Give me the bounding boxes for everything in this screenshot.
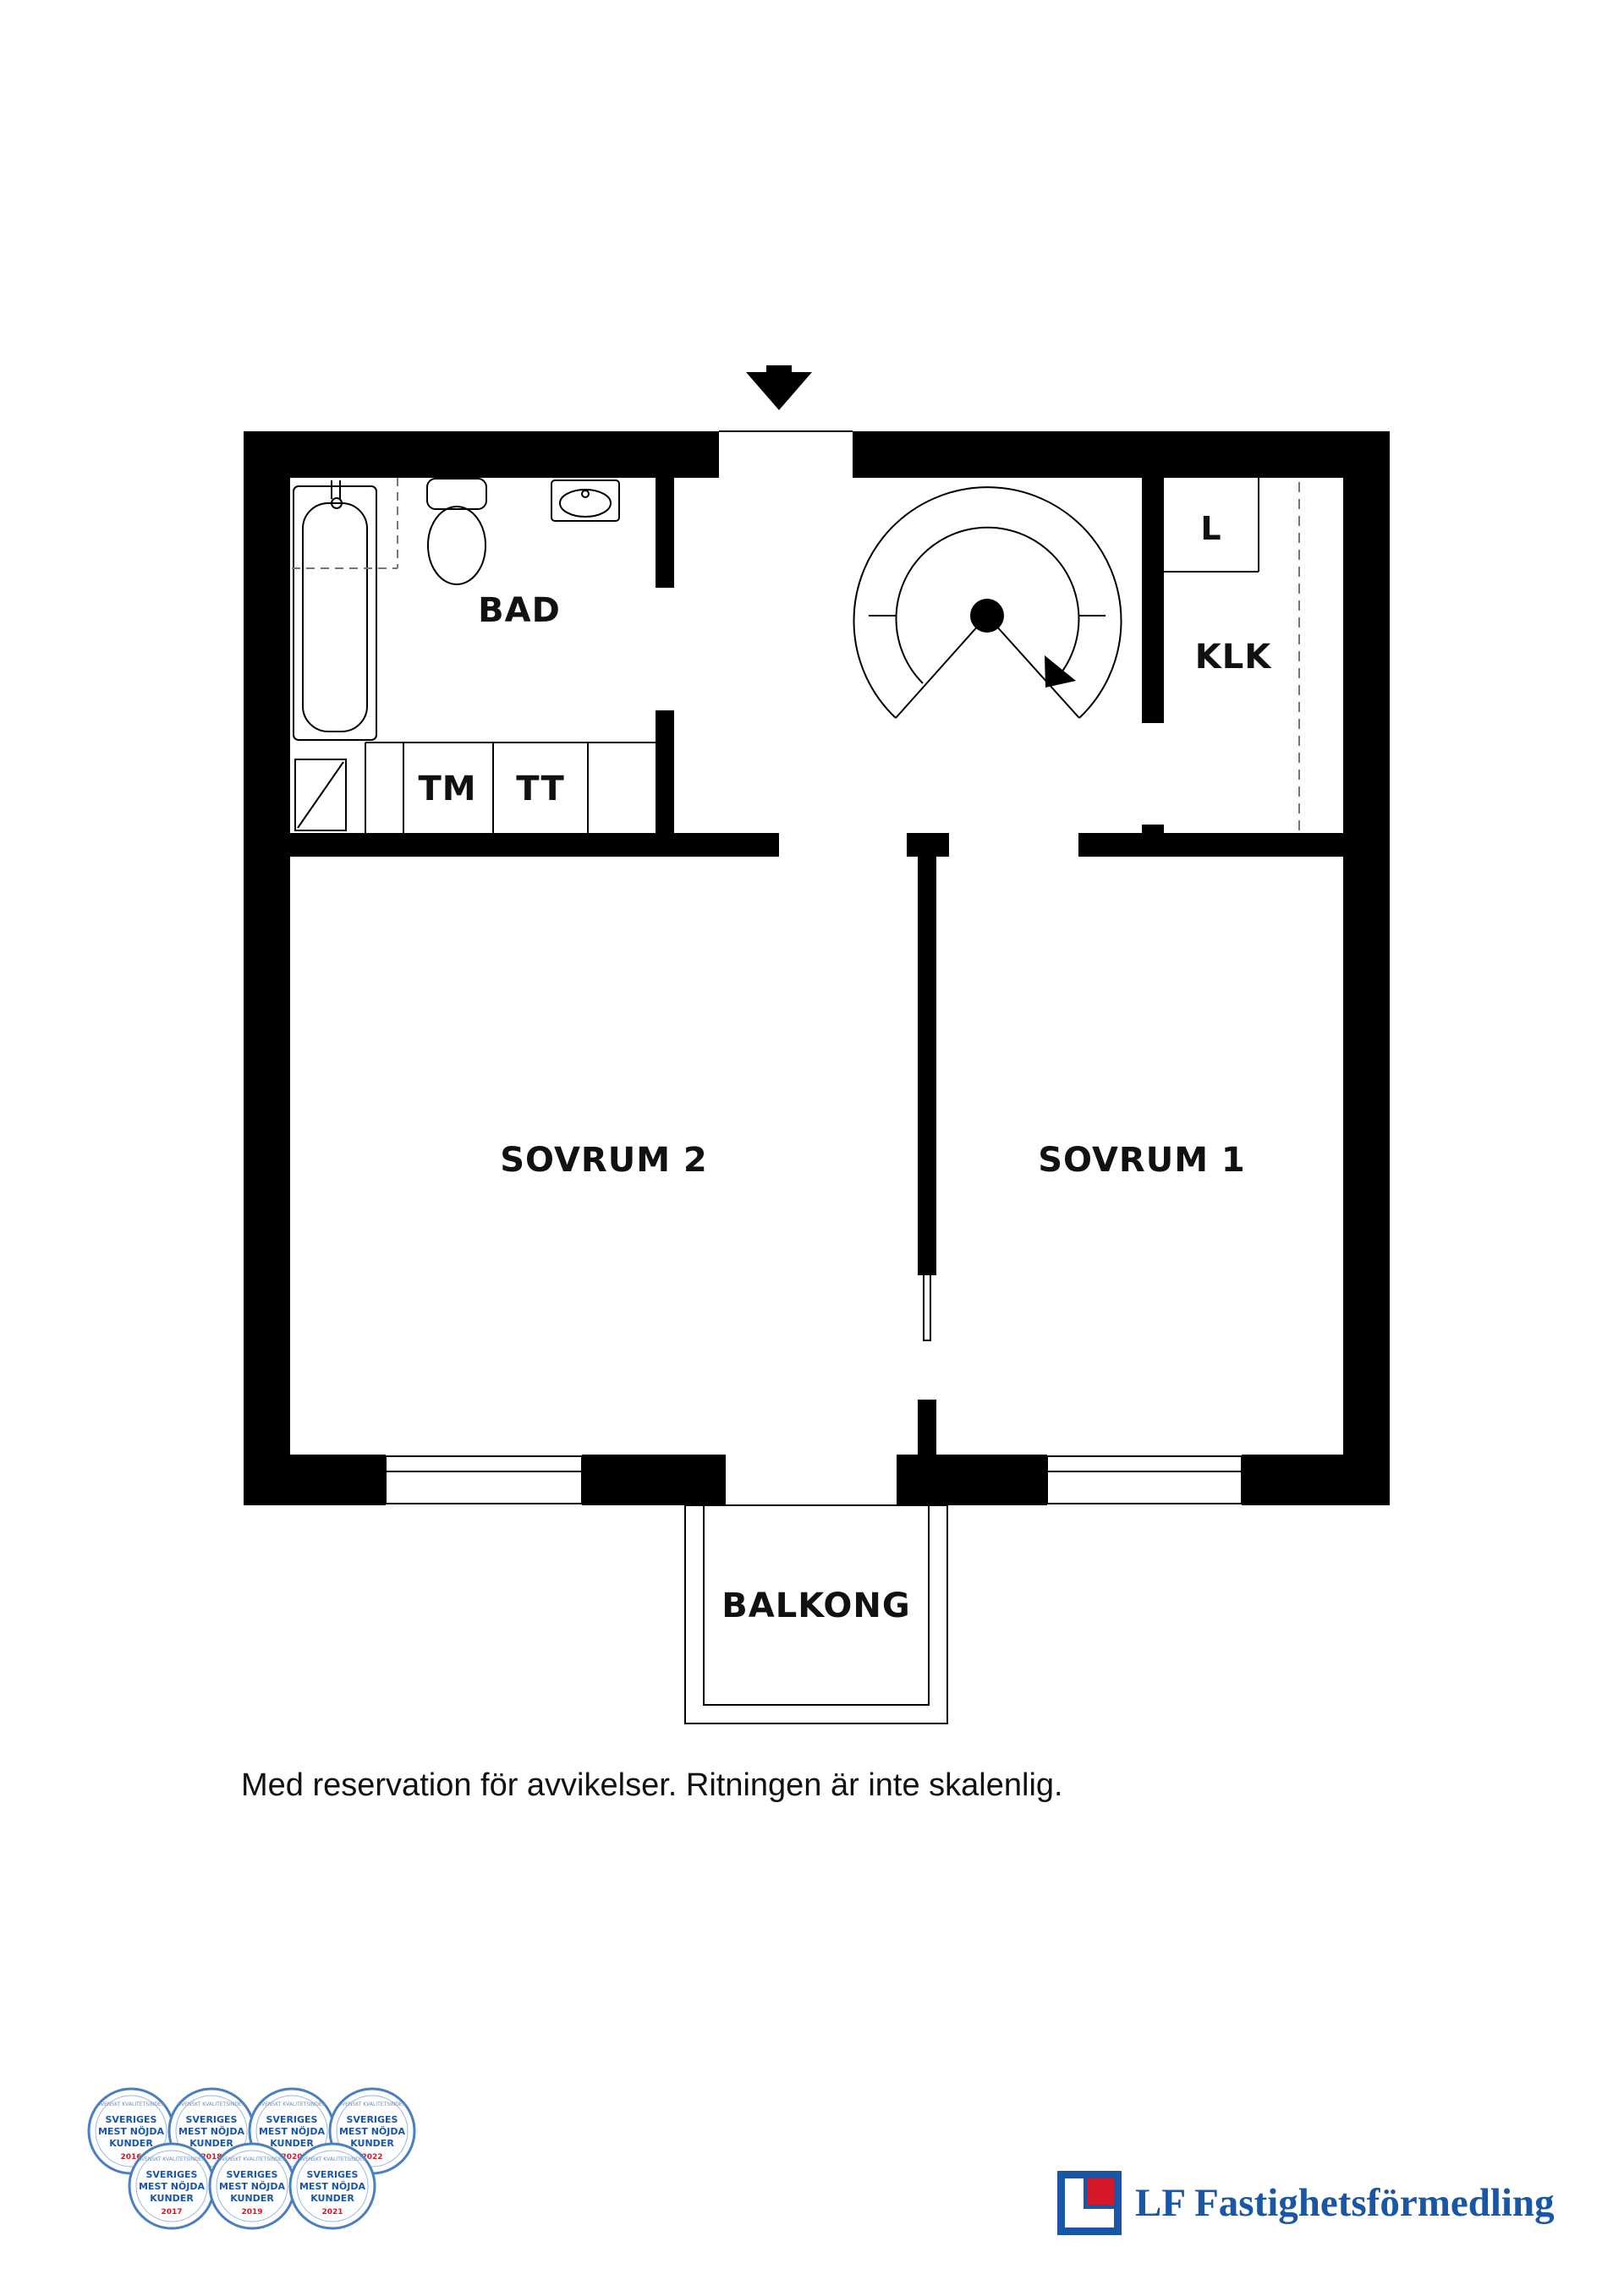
staircase-direction-arrow-icon (1045, 655, 1076, 688)
bathtub-dashed-line (292, 478, 398, 569)
award-badge-year: 2020 (281, 2153, 302, 2162)
room-label-l: L (1200, 510, 1221, 547)
disclaimer-text: Med reservation för avvikelser. Ritninge… (241, 1767, 1063, 1803)
award-badge-text: KUNDER (310, 2193, 354, 2204)
award-badge-year: 2017 (161, 2208, 182, 2217)
award-badge-text: SVENSKT KVALITETSINDEX (97, 2101, 165, 2107)
award-badge-text: MEST NÖJDA (139, 2180, 205, 2192)
award-badge-text: KUNDER (230, 2193, 274, 2204)
award-badge-text: KUNDER (189, 2138, 233, 2149)
award-badge-text: KUNDER (350, 2138, 394, 2149)
sink-icon (551, 479, 620, 522)
spiral-staircase (853, 486, 1122, 719)
bathtub (293, 480, 377, 741)
award-badge-text: KUNDER (270, 2138, 314, 2149)
award-badge-text: SVERIGES (347, 2114, 398, 2125)
brand-name: LF Fastighetsförmedling (1135, 2181, 1555, 2225)
room-label-tt: TT (516, 770, 565, 808)
brand-mark-icon (1057, 2171, 1122, 2235)
award-badge-text: KUNDER (150, 2193, 194, 2204)
award-badge-text: MEST NÖJDA (299, 2180, 365, 2192)
room-label-bad: BAD (478, 591, 561, 630)
award-badge-text: SVERIGES (227, 2169, 278, 2180)
award-badge-text: SVERIGES (106, 2114, 157, 2125)
award-badge-year: 2018 (200, 2153, 222, 2162)
window-left (385, 1455, 583, 1504)
laundry-counter (365, 742, 656, 833)
award-badge-text: MEST NÖJDA (339, 2125, 405, 2137)
award-badge-year: 2021 (321, 2208, 343, 2217)
award-badge-text: SVENSKT KVALITETSINDEX (338, 2101, 406, 2107)
room-label-balkong: BALKONG (721, 1586, 910, 1625)
balcony (684, 1504, 948, 1724)
room-label-sovrum1: SOVRUM 1 (1038, 1141, 1246, 1180)
interior-walls (290, 478, 1343, 1455)
closet-l (1164, 478, 1259, 573)
award-badge-text: SVENSKT KVALITETSINDEX (138, 2156, 206, 2162)
award-badge-text: MEST NÖJDA (259, 2125, 325, 2137)
award-badge-text: KUNDER (109, 2138, 153, 2149)
award-badge-year: 2019 (241, 2208, 262, 2217)
award-badge-text: SVERIGES (307, 2169, 359, 2180)
award-badge-text: SVENSKT KVALITETSINDEX (178, 2101, 245, 2107)
window-right (1046, 1455, 1243, 1504)
award-badge-year: 2016 (120, 2153, 141, 2162)
award-badge-text: MEST NÖJDA (98, 2125, 164, 2137)
toilet-icon (426, 478, 487, 585)
award-badge-text: MEST NÖJDA (219, 2180, 285, 2192)
brand-logo: LF Fastighetsförmedling (1057, 2165, 1565, 2241)
room-label-klk: KLK (1195, 638, 1272, 677)
entrance-arrow-stem (766, 365, 792, 377)
floor-plan: BAD TM TT L KLK SOVRUM 2 SOVRUM 1 BALKON… (244, 365, 1390, 1724)
entrance-arrow-icon (746, 372, 812, 410)
award-badge-text: MEST NÖJDA (178, 2125, 244, 2137)
award-badge-year: 2022 (361, 2153, 382, 2162)
outer-walls (244, 431, 1390, 1505)
award-badge-text: SVENSKT KVALITETSINDEX (218, 2156, 286, 2162)
shower-cabinet (294, 759, 347, 831)
award-badge-text: SVENSKT KVALITETSINDEX (258, 2101, 326, 2107)
room-label-tm: TM (418, 770, 476, 808)
award-badge-text: SVERIGES (186, 2114, 238, 2125)
award-badge-text: SVENSKT KVALITETSINDEX (299, 2156, 366, 2162)
room-label-sovrum2: SOVRUM 2 (500, 1141, 708, 1180)
sliding-door (923, 1234, 931, 1341)
award-badge-text: SVERIGES (266, 2114, 318, 2125)
staircase-center-post (970, 599, 1004, 633)
award-badge-text: SVERIGES (146, 2169, 198, 2180)
